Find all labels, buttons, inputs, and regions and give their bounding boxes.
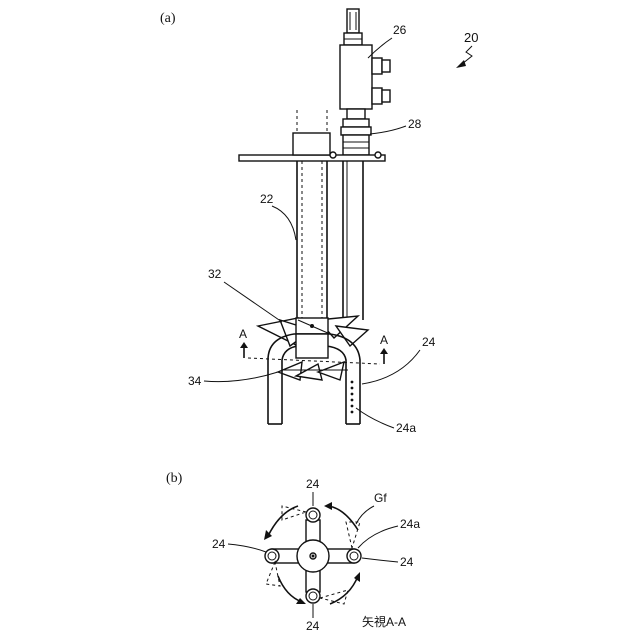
ref-24a-a-leader bbox=[356, 408, 394, 428]
top-view-cross bbox=[272, 520, 354, 592]
panel-label-a: (a) bbox=[160, 11, 176, 26]
ref-34: 34 bbox=[188, 374, 202, 388]
ref-24-a: 24 bbox=[422, 335, 436, 349]
ref-24-b-top: 24 bbox=[306, 477, 320, 491]
ref-gf-leader bbox=[356, 506, 374, 524]
ref-32: 32 bbox=[208, 267, 222, 281]
ref-24a-b-leader bbox=[358, 526, 398, 548]
ref-gf: Gf bbox=[374, 491, 387, 505]
ref-20-arrowhead bbox=[456, 60, 466, 68]
tube-bottom bbox=[306, 589, 320, 603]
ref-24-b-left: 24 bbox=[212, 537, 226, 551]
ref-34-leader bbox=[204, 372, 278, 382]
tube-left bbox=[265, 549, 279, 563]
coupling-28 bbox=[341, 109, 371, 155]
ref-28: 28 bbox=[408, 117, 422, 131]
top-connector bbox=[344, 9, 362, 45]
ref-32-leader bbox=[224, 282, 282, 322]
impeller-34 bbox=[278, 362, 348, 380]
nozzle-tube-right bbox=[346, 366, 360, 424]
tube-top bbox=[306, 508, 320, 522]
ref-26: 26 bbox=[393, 23, 407, 37]
ref-24-b-right-leader bbox=[362, 558, 398, 562]
panel-label-b: (b) bbox=[166, 471, 183, 486]
ref-24-a-leader bbox=[362, 350, 420, 384]
ref-20: 20 bbox=[464, 30, 478, 45]
tube-right bbox=[347, 549, 361, 563]
ref-22-leader bbox=[272, 206, 296, 240]
svg-text:A: A bbox=[380, 333, 388, 347]
ref-24-b-bottom: 24 bbox=[306, 619, 320, 633]
section-marker-right: A bbox=[380, 333, 388, 364]
ref-22: 22 bbox=[260, 192, 274, 206]
view-caption: 矢視A-A bbox=[362, 614, 406, 629]
ref-24a-b: 24a bbox=[400, 517, 420, 531]
nozzle-holes-24a bbox=[351, 381, 354, 414]
svg-text:A: A bbox=[239, 327, 247, 341]
ref-24-b-right: 24 bbox=[400, 555, 414, 569]
section-marker-left: A bbox=[239, 327, 248, 358]
valve-body-26 bbox=[340, 45, 390, 109]
ref-28-leader bbox=[370, 126, 406, 134]
supply-pipe bbox=[343, 161, 363, 320]
ref-24a-a: 24a bbox=[396, 421, 416, 435]
ref-24-b-left-leader bbox=[228, 544, 266, 552]
